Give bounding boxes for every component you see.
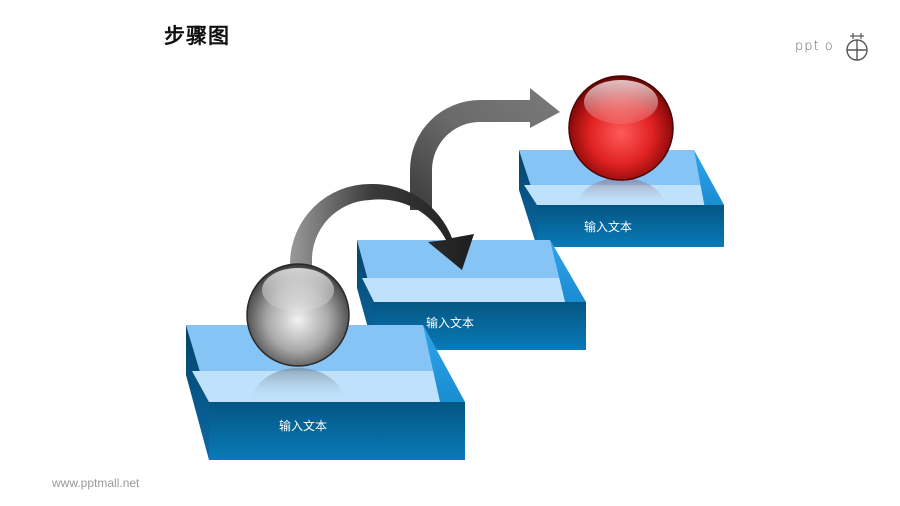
step-1-label[interactable]: 输入文本 bbox=[278, 419, 327, 433]
ppt-mall-logo-icon bbox=[846, 33, 868, 61]
arrow-step1-to-step2 bbox=[290, 183, 474, 275]
arrow-step2-to-step3 bbox=[410, 88, 560, 210]
brand-logo: ppt o bbox=[795, 30, 875, 66]
step-3-label[interactable]: 输入文本 bbox=[583, 220, 632, 234]
logo-text: ppt o bbox=[795, 39, 834, 54]
step-2-label[interactable]: 输入文本 bbox=[425, 316, 474, 330]
watermark: www.pptmall.net bbox=[52, 476, 140, 490]
page-title: 步骤图 bbox=[164, 24, 230, 48]
red-sphere bbox=[568, 75, 674, 205]
gray-sphere bbox=[246, 263, 350, 402]
